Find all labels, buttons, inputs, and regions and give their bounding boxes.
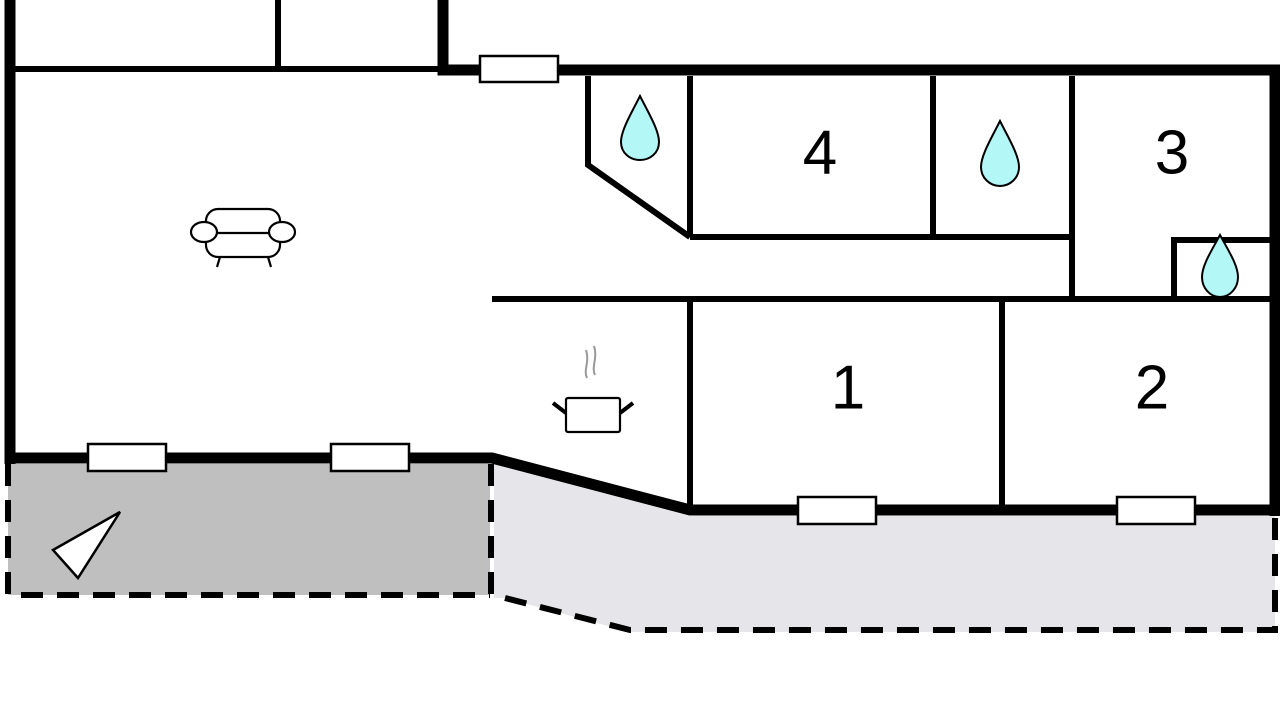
room-label-4: 4 [803,118,837,187]
open-terrace [494,464,1275,632]
room-label-1: 1 [831,353,865,422]
interior-walls [10,0,1275,512]
water-drop-icon [979,118,1021,188]
cooking-pot-icon [551,345,635,434]
armchair-icon [189,207,297,268]
window [86,442,168,473]
windows [86,54,1197,526]
room-label-2: 2 [1135,353,1169,422]
window [478,54,560,84]
window [329,442,411,473]
window [1115,495,1197,526]
window [796,495,878,526]
water-drop-icon [619,93,661,162]
water-drop-icon [1200,232,1240,299]
exterior-walls [4,0,1280,516]
terrace-dashed-outline [5,464,1278,633]
room-label-3: 3 [1155,118,1189,187]
covered-terrace [8,464,490,595]
north-arrow-icon [51,510,122,581]
